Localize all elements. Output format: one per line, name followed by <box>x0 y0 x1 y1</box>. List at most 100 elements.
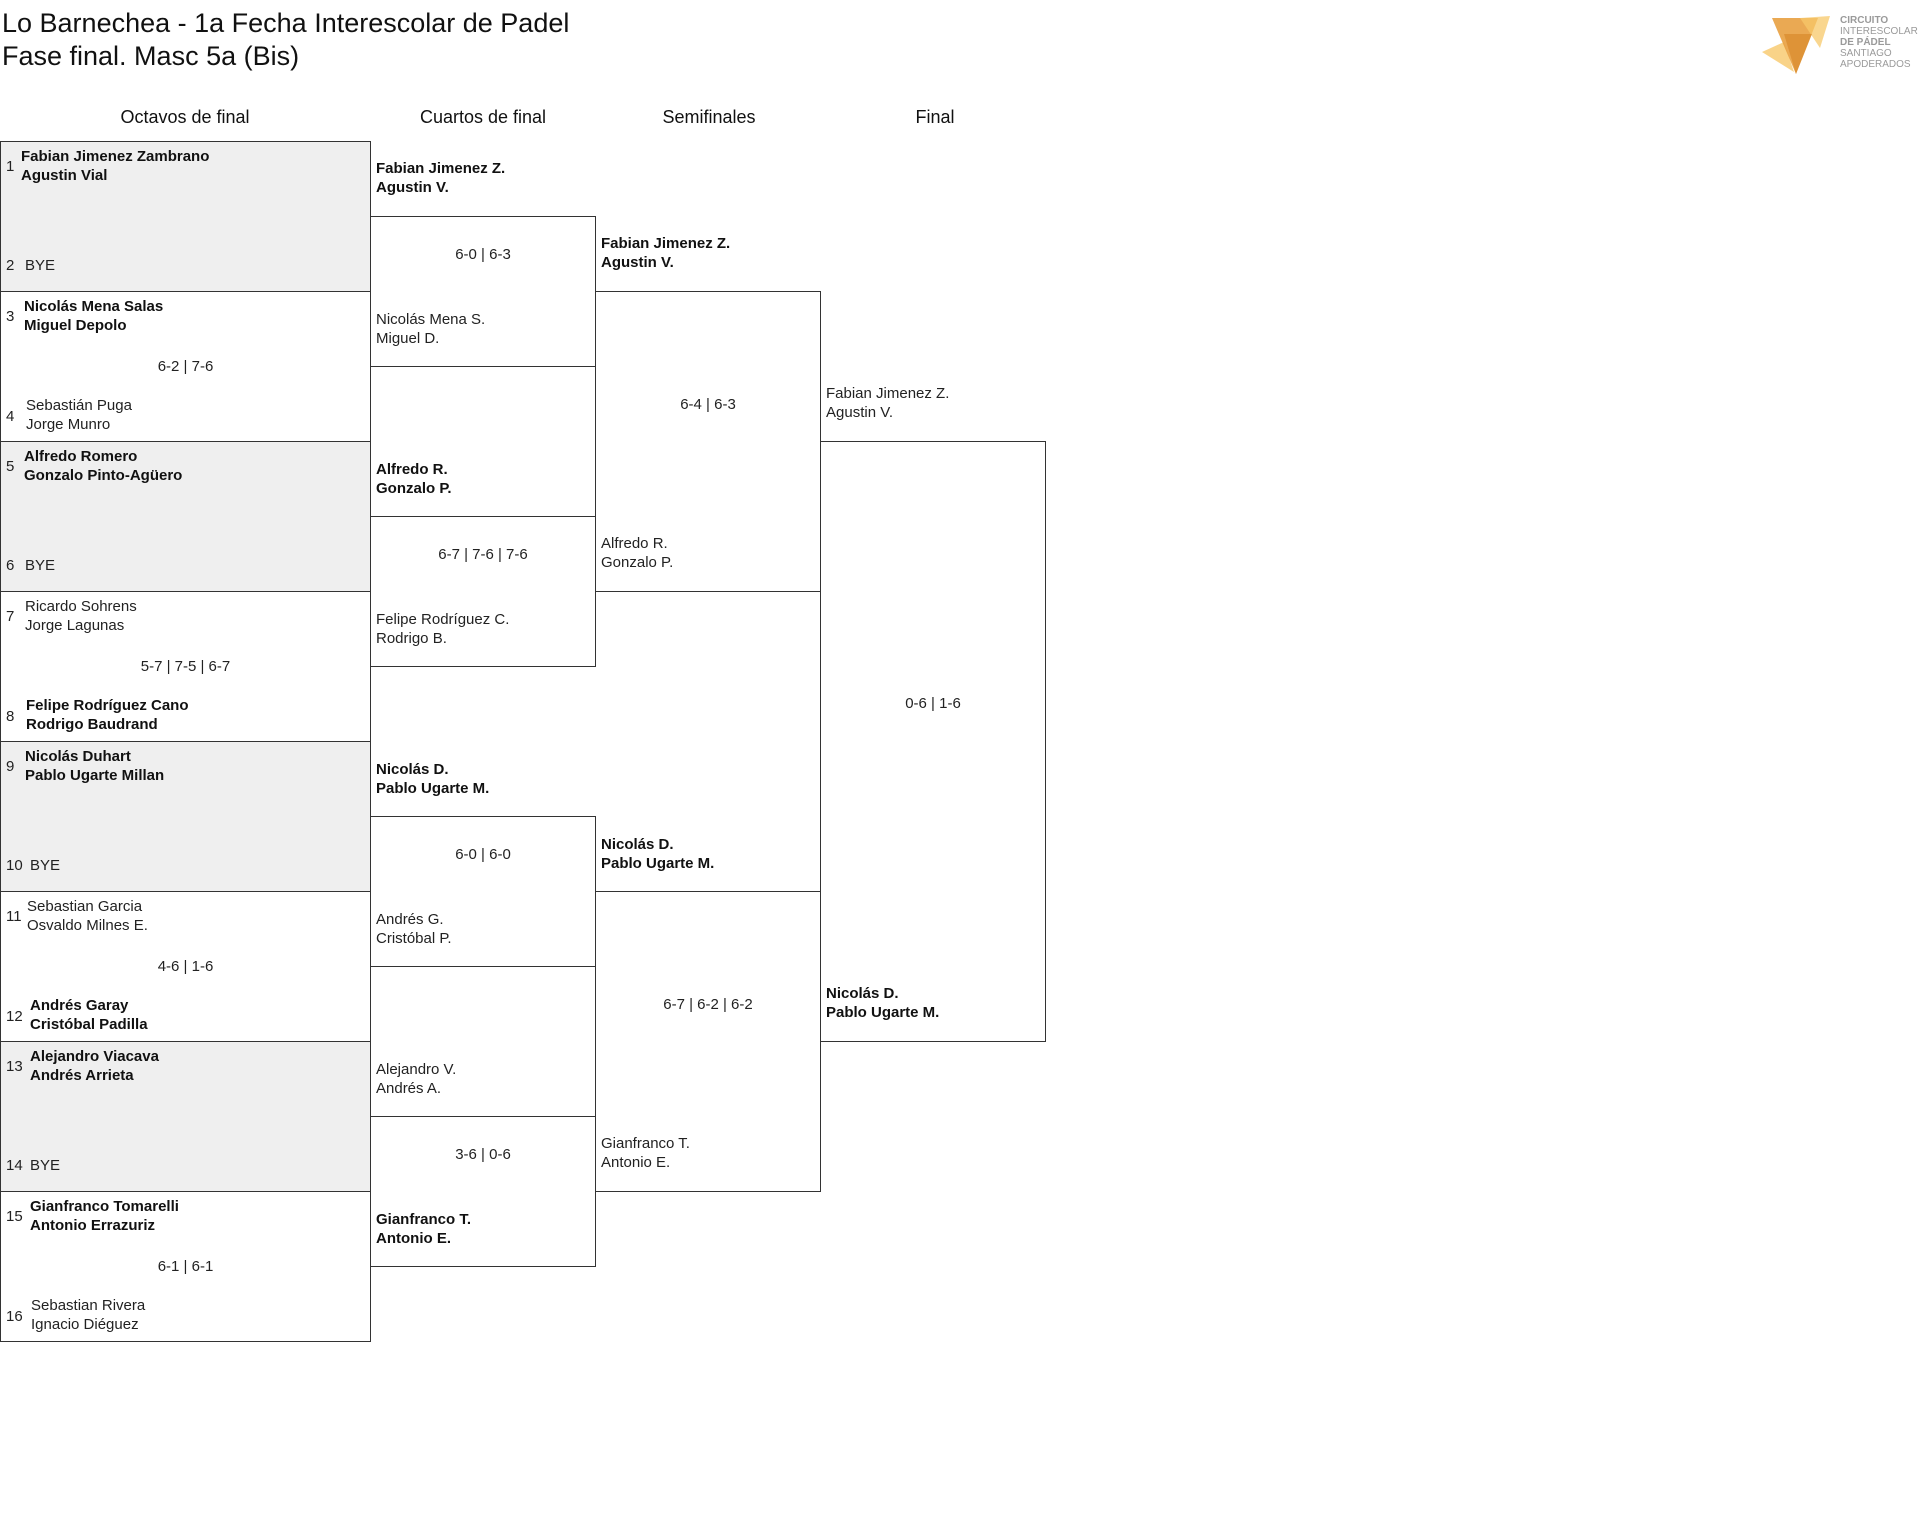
page-title: Lo Barnechea - 1a Fecha Interescolar de … <box>2 8 570 38</box>
logo-line-2: INTERESCOLAR <box>1840 26 1918 37</box>
player-name: Pablo Ugarte M. <box>826 1004 940 1021</box>
player-name: Fabian Jimenez Zambrano <box>21 148 210 165</box>
match-score: 6-2 | 7-6 <box>157 358 214 375</box>
player-name: Alfredo R. <box>376 461 448 478</box>
qf-m1-team-a: Fabian Jimenez Z.Agustin V. <box>376 159 505 197</box>
seed-number: 11 <box>6 908 22 925</box>
r16-m3-team-b: BYE <box>25 556 55 575</box>
seed-number: 3 <box>6 308 15 325</box>
player-name: Nicolás D. <box>826 985 899 1002</box>
player-name: Fabian Jimenez Z. <box>826 385 950 402</box>
player-name: Ricardo Sohrens <box>25 598 137 615</box>
seed-number: 13 <box>6 1058 23 1075</box>
logo-line-1: CIRCUITO <box>1840 15 1889 26</box>
player-name: Gonzalo P. <box>601 554 674 571</box>
seed-number: 12 <box>6 1008 23 1025</box>
player-name: Ignacio Diéguez <box>31 1316 139 1333</box>
player-name: Nicolás Duhart <box>25 748 131 765</box>
player-name: Agustin V. <box>826 404 893 421</box>
fox-logo-icon <box>1762 16 1830 74</box>
player-name: Sebastian Rivera <box>31 1297 146 1314</box>
player-name: Agustin V. <box>601 254 674 271</box>
qf-m2-team-b: Felipe Rodríguez C. Rodrigo B. <box>376 610 509 648</box>
match-score: 6-7 | 6-2 | 6-2 <box>663 996 753 1013</box>
sf-m2-team-a: Nicolás D.Pablo Ugarte M. <box>601 835 714 873</box>
r16-match-5 <box>0 741 371 892</box>
match-score: 6-0 | 6-3 <box>455 246 511 263</box>
player-name: Sebastian Garcia <box>27 898 143 915</box>
seed-number: 7 <box>6 608 15 625</box>
player-name: Pablo Ugarte M. <box>601 855 715 872</box>
sf-m1-team-a: Fabian Jimenez Z. Agustin V. <box>601 234 730 272</box>
player-name: Gonzalo Pinto-Agüero <box>24 467 183 484</box>
match-score: 0-6 | 1-6 <box>905 695 961 712</box>
player-name: Pablo Ugarte Millan <box>25 767 165 784</box>
player-name: Felipe Rodríguez C. <box>376 611 510 628</box>
player-name: Fabian Jimenez Z. <box>376 160 506 177</box>
round-heading-final: Final <box>915 107 955 127</box>
player-name: BYE <box>25 257 56 274</box>
player-name: Rodrigo B. <box>376 630 447 647</box>
match-score: 6-4 | 6-3 <box>680 396 736 413</box>
circuit-logo: CIRCUITO INTERESCOLAR DE PÁDEL SANTIAGO … <box>1760 14 1920 78</box>
player-name: Jorge Munro <box>26 416 111 433</box>
logo-line-3: DE PÁDEL <box>1840 37 1891 48</box>
qf-m2-team-a: Alfredo R.Gonzalo P. <box>376 460 452 498</box>
player-name: Antonio Errazuriz <box>30 1217 156 1234</box>
seed-number: 14 <box>6 1157 23 1174</box>
sf-m2-team-b: Gianfranco T.Antonio E. <box>601 1134 690 1172</box>
player-name: Alejandro Viacava <box>30 1048 159 1065</box>
player-name: Cristóbal P. <box>376 930 452 947</box>
player-name: Andrés Arrieta <box>30 1067 134 1084</box>
player-name: Pablo Ugarte M. <box>376 780 490 797</box>
match-score: 6-0 | 6-0 <box>455 846 511 863</box>
r16-m5-team-b: BYE <box>30 856 60 875</box>
seed-number: 8 <box>6 708 15 725</box>
player-name: BYE <box>30 1157 61 1174</box>
match-score: 6-7 | 7-6 | 7-6 <box>438 546 528 563</box>
player-name: Alfredo Romero <box>24 448 138 465</box>
seed-number: 16 <box>6 1308 23 1325</box>
seed-number: 15 <box>6 1208 23 1225</box>
seed-number: 9 <box>6 758 15 775</box>
logo-text: CIRCUITO INTERESCOLAR DE PÁDEL SANTIAGO … <box>1840 15 1918 70</box>
seed-number: 5 <box>6 458 15 475</box>
player-name: Antonio E. <box>376 1230 451 1247</box>
final-match <box>820 441 1046 1042</box>
player-name: Antonio E. <box>601 1154 671 1171</box>
match-score: 5-7 | 7-5 | 6-7 <box>140 658 231 675</box>
match-score: 6-1 | 6-1 <box>157 1258 214 1275</box>
player-name: Agustin Vial <box>21 167 108 184</box>
final-team-b: Nicolás D. Pablo Ugarte M. <box>826 984 939 1022</box>
player-name: Osvaldo Milnes E. <box>27 917 148 934</box>
qf-m1-team-b: Nicolás Mena S.Miguel D. <box>376 310 485 348</box>
player-name: Rodrigo Baudrand <box>26 716 158 733</box>
player-name: BYE <box>25 557 56 574</box>
r16-match-7 <box>0 1041 371 1192</box>
final-team-a: Fabian Jimenez Z. Agustin V. <box>826 384 949 422</box>
qf-m3-team-b: Andrés G.Cristóbal P. <box>376 910 452 948</box>
player-name: Andrés Garay <box>30 997 129 1014</box>
player-name: Miguel Depolo <box>24 317 127 334</box>
player-name: Jorge Lagunas <box>25 617 125 634</box>
qf-m4-team-a: Alejandro V.Andrés A. <box>376 1060 456 1098</box>
qf-m3-team-a: Nicolás D.Pablo Ugarte M. <box>376 760 489 798</box>
seed-number: 2 <box>6 257 15 274</box>
player-name: BYE <box>30 857 61 874</box>
round-heading-qf: Cuartos de final <box>419 107 547 127</box>
page-subtitle: Fase final. Masc 5a (Bis) <box>2 41 300 71</box>
player-name: Gianfranco Tomarelli <box>30 1198 179 1215</box>
player-name: Cristóbal Padilla <box>30 1016 148 1033</box>
seed-number: 6 <box>6 557 15 574</box>
player-name: Fabian Jimenez Z. <box>601 235 731 252</box>
